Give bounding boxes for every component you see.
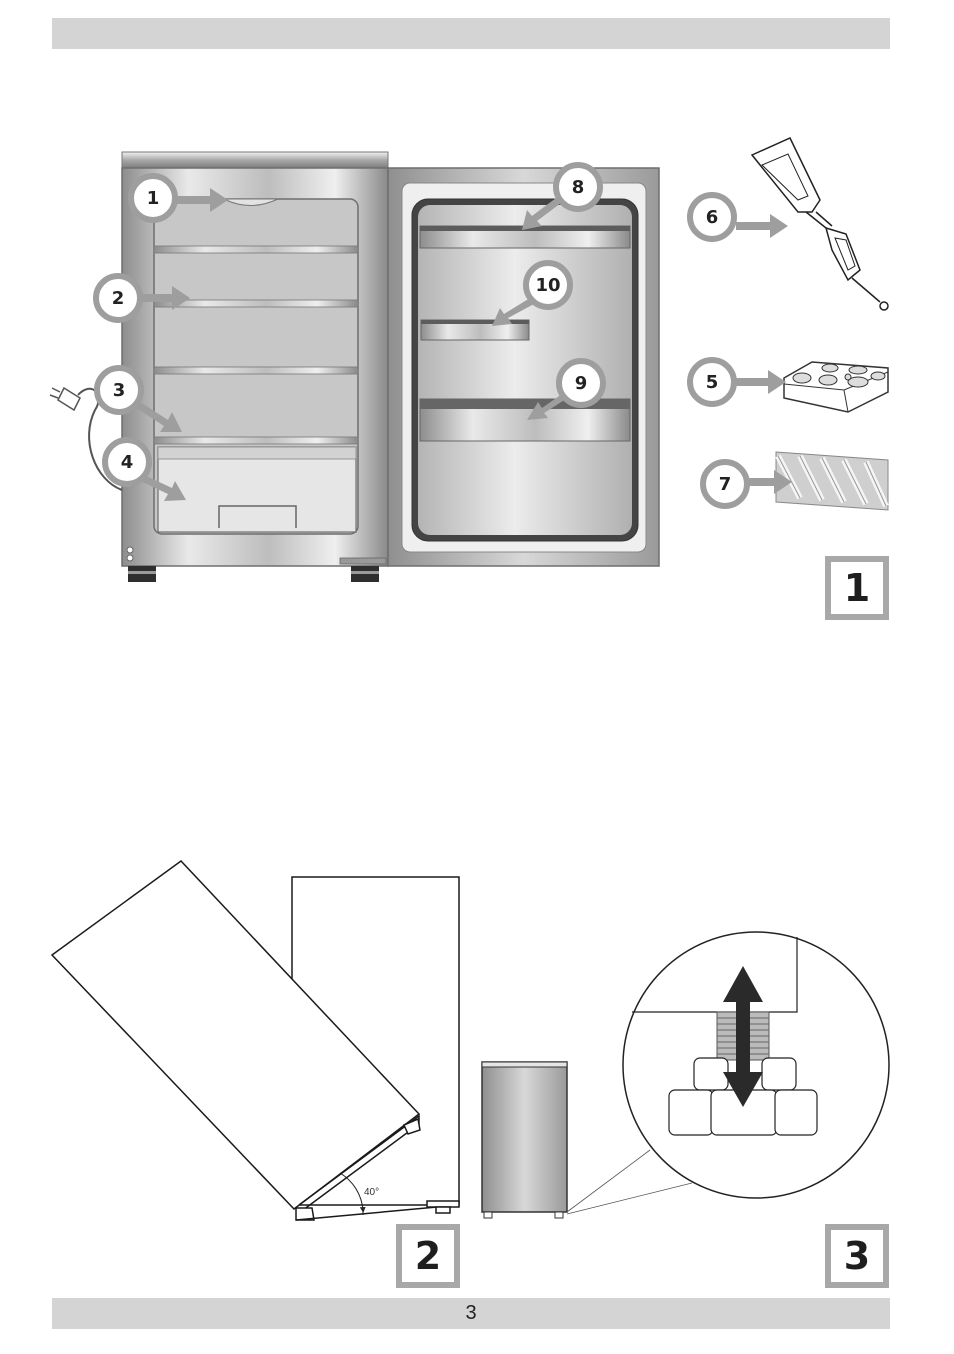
crisper-drawer: [158, 447, 356, 532]
page-number: 3: [465, 1302, 476, 1325]
svg-text:6: 6: [706, 207, 719, 228]
svg-text:10: 10: [535, 275, 560, 296]
glass-shelf: [154, 367, 358, 374]
figure-3-label: 3: [825, 1224, 889, 1288]
footer-band: 3: [52, 1298, 890, 1329]
svg-text:8: 8: [572, 177, 585, 198]
svg-text:4: 4: [121, 452, 134, 473]
callout-4: 4: [105, 440, 149, 484]
glass-shelf: [154, 246, 358, 253]
crisper-cover: [154, 437, 358, 444]
callout-3: 3: [97, 368, 141, 412]
figure-2-label: 2: [396, 1224, 460, 1288]
egg-tray: [784, 362, 888, 412]
callout-9: 9: [559, 361, 603, 405]
svg-text:7: 7: [719, 474, 732, 495]
power-plug: [58, 388, 80, 410]
svg-text:2: 2: [112, 288, 125, 309]
svg-text:3: 3: [113, 380, 126, 401]
callout-10: 10: [526, 263, 570, 307]
fridge-cabinet: [50, 152, 388, 582]
tilt-angle-label: 40°: [364, 1187, 379, 1198]
svg-text:5: 5: [706, 372, 719, 393]
callout-1: 1: [131, 176, 175, 220]
figure-1-label: 1: [825, 556, 889, 620]
tilted-appliance: [52, 861, 459, 1220]
callout-6: 6: [690, 195, 734, 239]
leveling-foot-detail: [623, 932, 889, 1198]
callout-2: 2: [96, 276, 140, 320]
callout-5: 5: [690, 360, 734, 404]
callout-8: 8: [556, 165, 600, 209]
svg-text:1: 1: [147, 188, 160, 209]
bottle-rack: [776, 452, 888, 510]
svg-text:9: 9: [575, 373, 588, 394]
callout-7: 7: [703, 462, 747, 506]
